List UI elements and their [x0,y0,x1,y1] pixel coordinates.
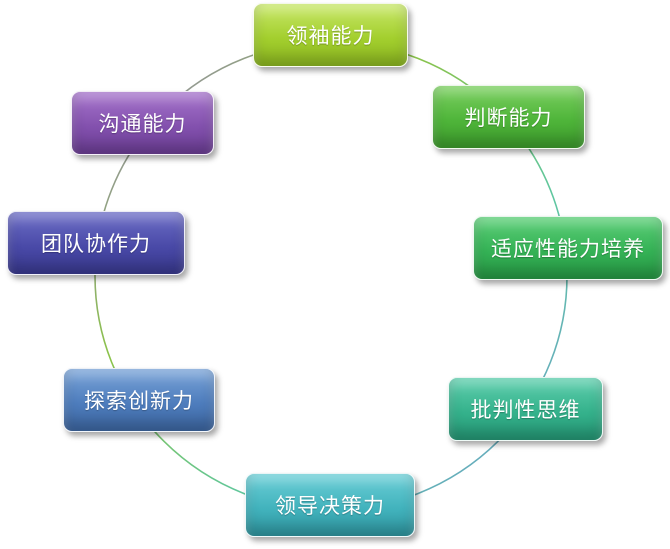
node-teamwork: 团队协作力 [7,211,185,275]
node-leadership: 领袖能力 [253,3,408,67]
node-decision-making: 领导决策力 [245,473,415,537]
node-adaptability: 适应性能力培养 [473,216,663,280]
node-innovation: 探索创新力 [63,368,215,432]
node-critical-thinking: 批判性思维 [448,377,603,441]
node-communication: 沟通能力 [71,91,214,155]
node-judgment: 判断能力 [432,85,585,149]
